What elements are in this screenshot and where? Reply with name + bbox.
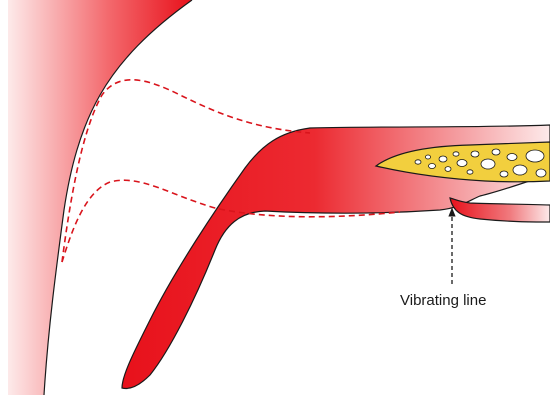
posterior-pharyngeal-wall [8,0,192,395]
vibrating-line-label: Vibrating line [400,292,486,309]
oral-mucosa-flap [449,197,550,223]
hard-palate-bone [374,141,550,183]
dashed-contour-lower [61,179,401,263]
soft-palate [121,124,550,390]
dashed-contour-upper [61,79,311,263]
posterior-pharyngeal-wall-outline [43,0,193,396]
